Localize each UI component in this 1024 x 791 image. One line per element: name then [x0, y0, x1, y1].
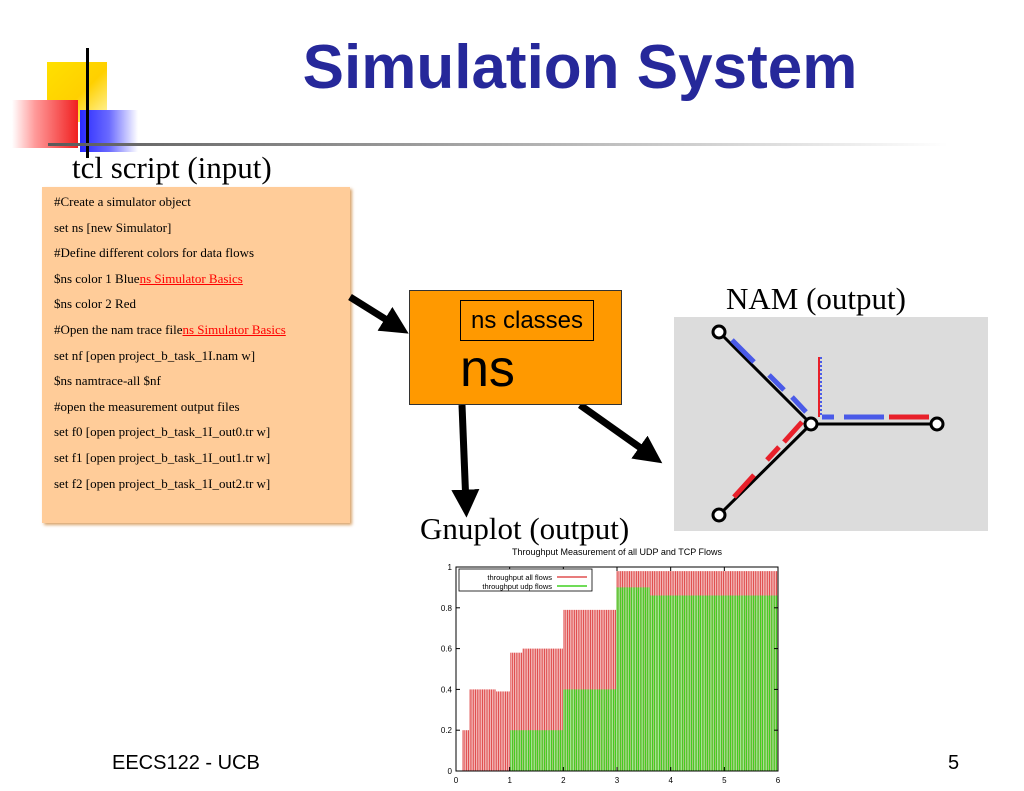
- nam-packet-red-2: [782, 420, 804, 444]
- nam-packet-blue-3: [790, 395, 808, 414]
- nam-label: NAM (output): [726, 281, 906, 316]
- nam-packet-blue-1: [730, 338, 756, 364]
- x-tick-label: 4: [668, 776, 673, 785]
- nam-packet-blue-2: [767, 373, 786, 392]
- script-line: set f1 [open project_b_task_1I_out1.tr w…: [54, 450, 270, 466]
- script-line: $ns color 2 Red: [54, 296, 136, 312]
- script-line-text: $ns color 2 Red: [54, 296, 136, 312]
- nam-packet-red-3: [765, 445, 781, 462]
- script-link[interactable]: ns Simulator Basics: [182, 322, 286, 337]
- script-line-text: $ns color 1 Blue: [54, 270, 140, 286]
- script-link[interactable]: ns Simulator Basics: [139, 270, 243, 286]
- script-line-text: set f2 [open project_b_task_1I_out2.tr w…: [54, 475, 271, 491]
- x-tick-label: 5: [722, 776, 727, 785]
- input-label: tcl script (input): [72, 150, 272, 185]
- tcl-script-box: #Create a simulator object set ns [new Si…: [42, 187, 350, 523]
- y-tick-label: 0.6: [441, 645, 453, 654]
- title-underline: [48, 143, 948, 146]
- script-line: #Define different colors for data flows: [54, 245, 254, 261]
- x-tick-label: 1: [507, 776, 512, 785]
- script-line: #Open the nam trace filens Simulator Bas…: [54, 322, 286, 338]
- x-tick-label: 6: [776, 776, 781, 785]
- y-tick-label: 0: [448, 767, 453, 776]
- arrow-script-to-ns: [348, 294, 409, 334]
- script-line: set f2 [open project_b_task_1I_out2.tr w…: [54, 476, 270, 492]
- ns-label: ns: [460, 340, 515, 398]
- gnuplot-chart: Throughput Measurement of all UDP and TC…: [441, 547, 781, 785]
- arrow-ns-to-gnuplot: [451, 404, 480, 518]
- script-line: #Create a simulator object: [54, 194, 191, 210]
- script-line-text: #Open the nam trace file: [54, 322, 183, 337]
- nam-link-2: [717, 422, 813, 517]
- logo-red-square: [12, 100, 78, 148]
- y-tick-label: 0.8: [441, 604, 453, 613]
- y-tick-label: 1: [448, 563, 453, 572]
- legend-label: throughput all flows: [487, 573, 552, 582]
- script-line: set ns [new Simulator]: [54, 220, 171, 236]
- script-line-text: #Create a simulator object: [54, 194, 191, 209]
- nam-link-0: [717, 330, 813, 426]
- script-line: set nf [open project_b_task_1I.nam w]: [54, 348, 255, 364]
- nam-topology: [711, 324, 945, 523]
- script-line: $ns namtrace-all $nf: [54, 373, 161, 389]
- ns-simulator-box: [409, 290, 622, 405]
- chart-title: Throughput Measurement of all UDP and TC…: [512, 547, 723, 557]
- x-tick-label: 3: [615, 776, 620, 785]
- nam-panel: [674, 317, 988, 531]
- nam-node-3: [711, 507, 727, 523]
- nam-node-1: [803, 416, 819, 432]
- x-tick-label: 0: [454, 776, 459, 785]
- script-line-text: #open the measurement output files: [54, 398, 240, 414]
- gnuplot-label: Gnuplot (output): [420, 511, 630, 546]
- legend-label: throughput udp flows: [482, 582, 552, 591]
- script-line-text: $ns namtrace-all $nf: [54, 373, 161, 389]
- nam-packet-red-4: [732, 473, 756, 499]
- script-line-text: set ns [new Simulator]: [54, 219, 172, 235]
- script-line-text: #Define different colors for data flows: [54, 245, 255, 261]
- script-line: set f0 [open project_b_task_1I_out0.tr w…: [54, 424, 270, 440]
- arrow-ns-to-nam: [577, 402, 663, 464]
- nam-node-0: [711, 324, 727, 340]
- page-number: 5: [948, 752, 960, 774]
- slide-title: Simulation System: [302, 33, 858, 102]
- y-tick-label: 0.4: [441, 685, 453, 694]
- script-line-text: set nf [open project_b_task_1I.nam w]: [54, 347, 256, 363]
- slide-footer: EECS122 - UCB: [112, 752, 260, 774]
- script-line-text: set f0 [open project_b_task_1I_out0.tr w…: [54, 424, 271, 440]
- y-tick-label: 0.2: [441, 726, 453, 735]
- x-tick-label: 2: [561, 776, 566, 785]
- nam-node-2: [929, 416, 945, 432]
- ns-classes-label: ns classes: [460, 300, 594, 341]
- logo-vertical-line: [86, 48, 89, 158]
- script-line-text: set f1 [open project_b_task_1I_out1.tr w…: [54, 450, 271, 465]
- script-line: #open the measurement output files: [54, 399, 240, 415]
- script-line: $ns color 1 Bluens Simulator Basics: [54, 271, 243, 287]
